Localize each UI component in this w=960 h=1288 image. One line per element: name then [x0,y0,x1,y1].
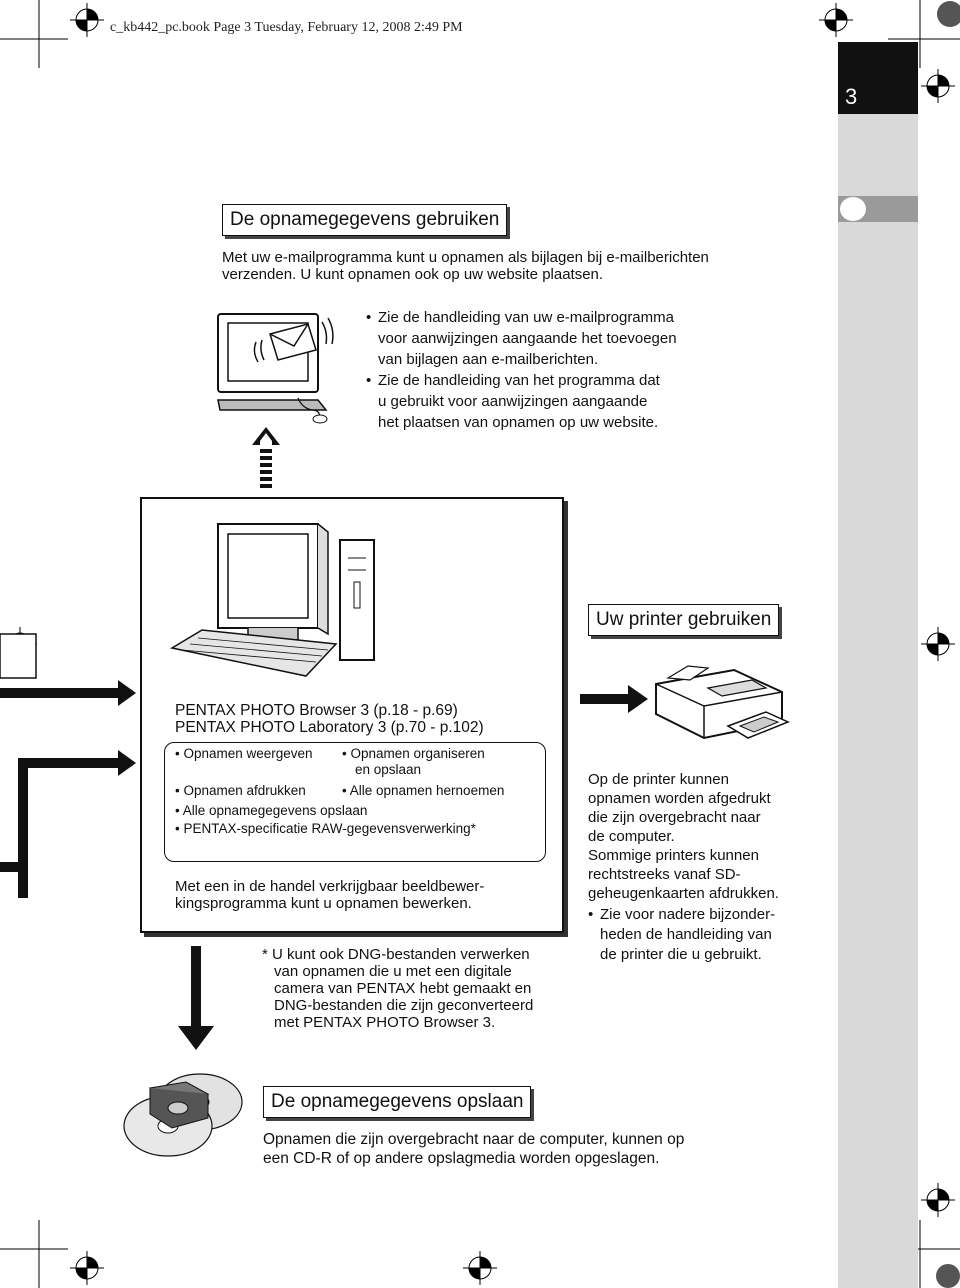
printer-text-line: geheugenkaarten afdrukken. [588,885,779,902]
feature-organize-label-2: en opslaan [355,762,422,777]
bullet-line: de printer die u gebruikt. [600,946,762,963]
feature-print: • Opnamen afdrukken [175,783,306,798]
edit-note-line: Met een in de handel verkrijgbaar beeldb… [175,878,485,895]
left-connector-lines [0,633,136,898]
cd-discs-illustration [123,1073,243,1157]
printer-bullet-item: Zie voor nadere bijzonder- heden de hand… [588,905,775,965]
feature-organize: • Opnamen organiseren en opslaan [342,746,485,777]
bullet-line: van bijlagen aan e-mailberichten. [378,351,599,368]
email-bullet: Zie de handleiding van uw e-mailprogramm… [366,307,746,370]
printer-text-line: die zijn overgebracht naar [588,809,761,826]
feature-box [164,742,546,862]
save-text-line: een CD-R of op andere opslagmedia worden… [263,1150,660,1167]
printer-text-line: Op de printer kunnen [588,771,729,788]
dashed-up-arrow-icon [252,427,280,488]
email-intro-line: Met uw e-mailprogramma kunt u opnamen al… [222,249,709,266]
feature-print-label: Opnamen afdrukken [183,783,306,798]
feature-raw: • PENTAX-specificatie RAW-gegevensverwer… [175,821,476,836]
email-section-title: De opnamegegevens gebruiken [222,204,508,236]
program-browser: PENTAX PHOTO Browser 3 (p.18 - p.69) [175,702,458,719]
bullet-line: heden de handleiding van [600,926,772,943]
feature-save-all-label: Alle opnamegegevens opslaan [182,803,368,818]
side-strip [838,42,918,1288]
footnote-line: van opnamen die u met een digitale [274,963,512,980]
section-tab-marker [840,197,866,221]
dng-footnote: * U kunt ook DNG-bestanden verwerken van… [262,946,533,1031]
footnote-line: camera van PENTAX hebt gemaakt en [274,980,532,997]
feature-view-label: Opnamen weergeven [183,746,313,761]
program-list: PENTAX PHOTO Browser 3 (p.18 - p.69) PEN… [175,702,484,736]
feature-raw-label: PENTAX-specificatie RAW-gegevensverwerki… [183,821,476,836]
computer-email-illustration [217,313,334,424]
bullet-line: u gebruikt voor aanwijzingen aangaande [378,393,648,410]
printer-text: Op de printer kunnen opnamen worden afge… [588,770,779,903]
printer-text-line: Sommige printers kunnen [588,847,759,864]
down-arrow-icon [178,946,214,1050]
desktop-computer-illustration [169,523,375,677]
bullet-line: het plaatsen van opnamen op uw website. [378,414,659,431]
feature-rename-label: Alle opnamen hernoemen [349,783,505,798]
printer-illustration [655,665,790,740]
feature-organize-label: Opnamen organiseren [350,746,485,761]
feature-view: • Opnamen weergeven [175,746,313,761]
email-bullet: Zie de handleiding van het programma dat… [366,370,746,433]
bullet-line: Zie voor nadere bijzonder- [600,906,776,923]
email-bullet-list: Zie de handleiding van uw e-mailprogramm… [366,307,746,433]
print-header: c_kb442_pc.book Page 3 Tuesday, February… [110,20,463,35]
edit-note-line: kingsprogramma kunt u opnamen bewerken. [175,895,472,912]
page-tab [838,42,918,114]
printer-text-line: opnamen worden afgedrukt [588,790,771,807]
printer-bullet: Zie voor nadere bijzonder- heden de hand… [588,905,775,965]
page-number: 3 [845,84,858,109]
bullet-line: Zie de handleiding van uw e-mailprogramm… [378,309,674,326]
bullet-line: voor aanwijzingen aangaande het toevoege… [378,330,677,347]
footnote-line: met PENTAX PHOTO Browser 3. [274,1014,496,1031]
feature-rename: • Alle opnamen hernoemen [342,783,505,798]
edit-note: Met een in de handel verkrijgbaar beeldb… [175,878,484,912]
email-intro: Met uw e-mailprogramma kunt u opnamen al… [222,249,709,283]
program-laboratory: PENTAX PHOTO Laboratory 3 (p.70 - p.102) [175,719,484,736]
right-arrow-icon [580,685,648,713]
printer-text-line: de computer. [588,828,675,845]
feature-save-all: • Alle opnamegegevens opslaan [175,803,368,818]
printer-section-title: Uw printer gebruiken [588,604,780,636]
save-text: Opnamen die zijn overgebracht naar de co… [263,1130,684,1168]
footnote-line: DNG-bestanden die zijn geconverteerd [274,997,534,1014]
email-intro-line: verzenden. U kunt opnamen ook op uw webs… [222,266,604,283]
bullet-line: Zie de handleiding van het programma dat [378,372,660,389]
printer-text-line: rechtstreeks vanaf SD- [588,866,741,883]
footnote-line: * U kunt ook DNG-bestanden verwerken [262,946,530,963]
save-section-title: De opnamegegevens opslaan [263,1086,532,1118]
save-text-line: Opnamen die zijn overgebracht naar de co… [263,1131,685,1148]
